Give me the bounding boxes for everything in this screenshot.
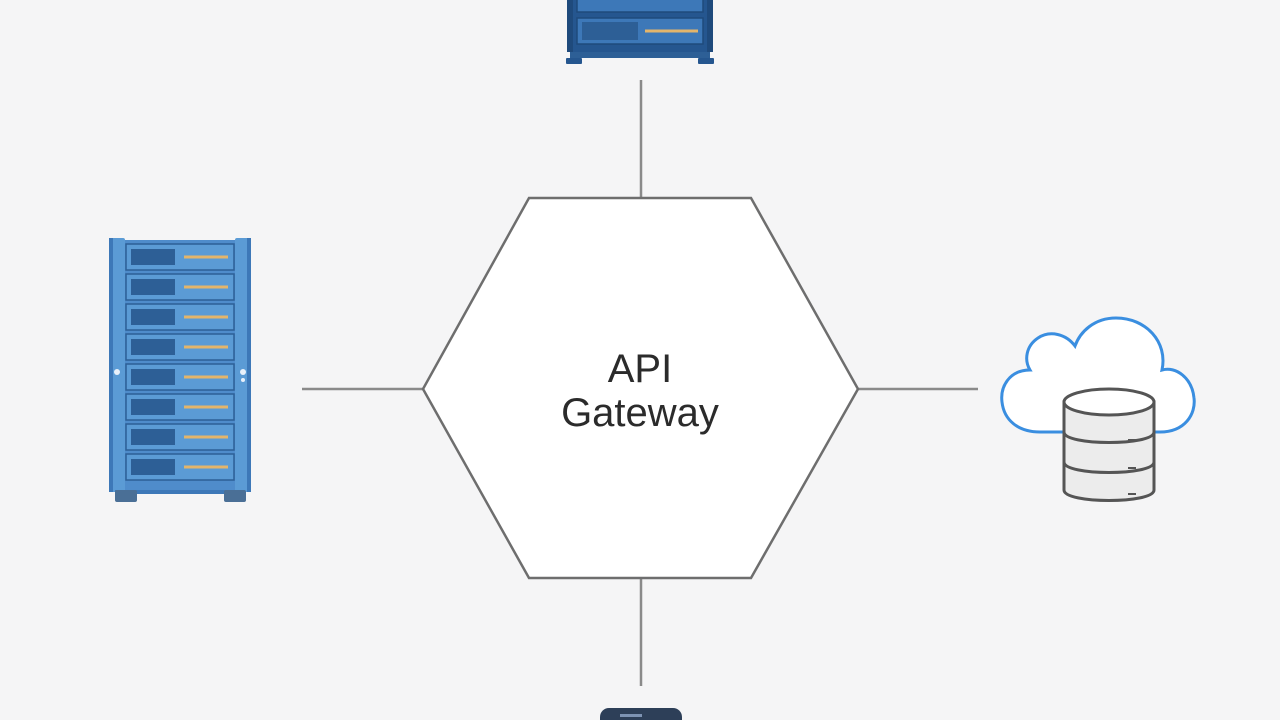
rack-slot xyxy=(125,423,235,451)
gateway-label-line2: Gateway xyxy=(561,391,719,435)
rack-slot xyxy=(125,273,235,301)
rack-slot xyxy=(125,363,235,391)
database-icon xyxy=(1062,387,1156,502)
rack-slots xyxy=(125,243,235,481)
server-icon xyxy=(566,0,714,64)
device-icon xyxy=(600,708,682,720)
rack-slot xyxy=(125,303,235,331)
rack-slot xyxy=(125,333,235,361)
rack-slot xyxy=(125,453,235,481)
connector-lines xyxy=(302,80,978,686)
rack-slot xyxy=(125,243,235,271)
gateway-hexagon xyxy=(421,196,860,580)
server-rack-icon xyxy=(109,238,251,502)
gateway-label-line1: API xyxy=(608,347,672,391)
cloud-database-icon xyxy=(1000,316,1196,502)
rack-slot xyxy=(125,393,235,421)
